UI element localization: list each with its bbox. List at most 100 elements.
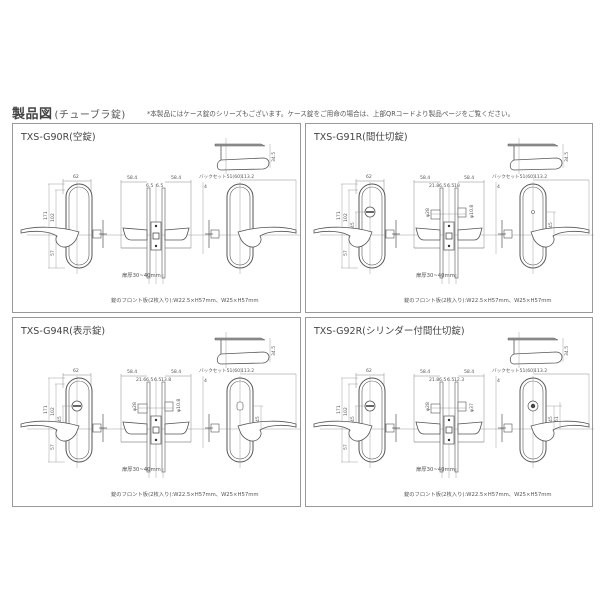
dimension-label: 102 — [343, 407, 349, 416]
dimension-label: 113.2 — [241, 174, 254, 180]
screw-icon — [154, 438, 158, 442]
latch-bolt — [152, 426, 160, 434]
dimension-label: 58.4 — [464, 369, 474, 375]
dimension-label: 113.2 — [534, 174, 547, 180]
thumbturn-side — [137, 403, 148, 414]
rose-right-side — [454, 187, 459, 279]
dimension-label: バックセット51(60) — [492, 368, 535, 374]
panel-title: TXS-G94R(表示錠) — [21, 326, 106, 337]
dimension-label: 6.5 — [146, 377, 153, 383]
dimension-label: 58.4 — [127, 175, 137, 181]
escutcheon-front — [65, 377, 93, 463]
lever-side-left — [122, 421, 148, 435]
rose-right-side — [161, 187, 166, 279]
dimension-label: 57 — [50, 444, 56, 450]
dimension-label: 58.4 — [464, 175, 474, 181]
thumbturn-slot — [366, 405, 374, 407]
dimension-label: バックセット51(60) — [492, 174, 535, 180]
escutcheon-front — [358, 377, 386, 463]
dimension-label: 62 — [73, 174, 79, 180]
coin-release-side — [457, 207, 467, 218]
lever-side-left — [415, 227, 441, 241]
lever-handle — [20, 420, 80, 442]
front-plate-note: 錠のフロント板(2枚入り):W22.5×H57mm、W25×H57mm — [111, 492, 259, 498]
panel-title: TXS-G90R(空錠) — [21, 132, 96, 143]
front-plate-note: 錠のフロント板(2枚入り):W22.5×H57mm、W25×H57mm — [404, 298, 552, 304]
dimension-label: 62 — [73, 368, 79, 374]
lever-handle — [530, 420, 590, 442]
door-thickness-label: 扉厚30~40mm — [122, 467, 161, 473]
dimension-label: 171 — [43, 211, 49, 220]
lever-side-right — [164, 421, 190, 435]
section-title-main: 製品図 — [12, 107, 53, 122]
screw-icon — [447, 418, 451, 422]
dimension-label: 62 — [366, 174, 372, 180]
door-thickness-label: 扉厚30~40mm — [416, 273, 455, 279]
screw-icon — [154, 244, 158, 248]
rose-left-side — [146, 381, 151, 473]
dimension-label: φ28 — [425, 402, 431, 411]
dimension-label: 34.5 — [271, 152, 277, 162]
dimension-label: 171 — [336, 405, 342, 414]
lever-handle — [313, 226, 373, 248]
dimension-label: 21.8 — [429, 377, 439, 383]
door-thickness-label: 扉厚30~40mm — [416, 467, 455, 473]
lever-top-view — [509, 340, 563, 365]
dimension-label: 171 — [43, 405, 49, 414]
coin-release-side — [457, 401, 467, 412]
lever-side-left — [415, 421, 441, 435]
screw-icon — [447, 438, 451, 442]
screw-icon — [154, 224, 158, 228]
dimension-label: 34.5 — [564, 346, 570, 356]
thumbturn-slot — [366, 211, 374, 213]
dimension-label: 45 — [548, 222, 554, 228]
dimension-label: 13.8 — [161, 377, 171, 383]
lever-side-right — [457, 227, 483, 241]
escutcheon-inner — [68, 380, 90, 460]
front-plate-note: 錠のフロント板(2枚入り):W22.5×H57mm、W25×H57mm — [111, 298, 259, 304]
lever-handle — [313, 420, 373, 442]
front-plate-note: 錠のフロント板(2枚入り):W22.5×H57mm、W25×H57mm — [404, 492, 552, 498]
dimension-label: 21.6 — [136, 377, 146, 383]
rose-left-side — [439, 187, 444, 279]
lever-handle — [530, 226, 590, 248]
dimension-label: φ10.8 — [176, 399, 182, 412]
latch-bolt — [445, 232, 453, 240]
dimension-label: 18 — [454, 183, 460, 189]
emergency-release-icon — [531, 210, 535, 214]
indicator-window-icon — [236, 401, 244, 411]
screw-icon — [154, 418, 158, 422]
lever-side-right — [164, 227, 190, 241]
dimension-label: 45 — [350, 416, 356, 422]
escutcheon-inner — [68, 186, 90, 266]
dimension-label: 4 — [204, 184, 207, 190]
dimension-label: 58.4 — [127, 369, 137, 375]
dimension-label: バックセット51(60) — [199, 368, 242, 374]
escutcheon-inner — [361, 380, 383, 460]
coin-release-side — [164, 401, 174, 412]
lever-handle — [237, 420, 297, 442]
dimension-label: 6.5 — [447, 183, 454, 189]
dimension-label: 4 — [497, 184, 500, 190]
dimension-label: 34.5 — [271, 346, 277, 356]
dimension-label: 58.4 — [420, 175, 430, 181]
dimension-label: 6.5 — [439, 377, 446, 383]
dimension-label: φ10.8 — [469, 205, 475, 218]
dimension-label: 4 — [497, 378, 500, 384]
dimension-label: 6.5 — [156, 183, 163, 189]
screw-icon — [447, 244, 451, 248]
dimension-label: 6.5 — [146, 183, 153, 189]
series-note: *本製品にはケース錠のシリーズもございます。ケース錠をご用命の場合は、上部QRコ… — [147, 110, 515, 118]
thumbturn-side — [430, 403, 441, 414]
panel-title: TXS-G92R(シリンダー付間仕切錠) — [314, 326, 465, 337]
dimension-label: 57 — [50, 250, 56, 256]
lever-top-view — [216, 146, 270, 171]
lever-side-right — [457, 421, 483, 435]
dimension-label: 58.4 — [171, 369, 181, 375]
rose-right-side — [161, 381, 166, 473]
